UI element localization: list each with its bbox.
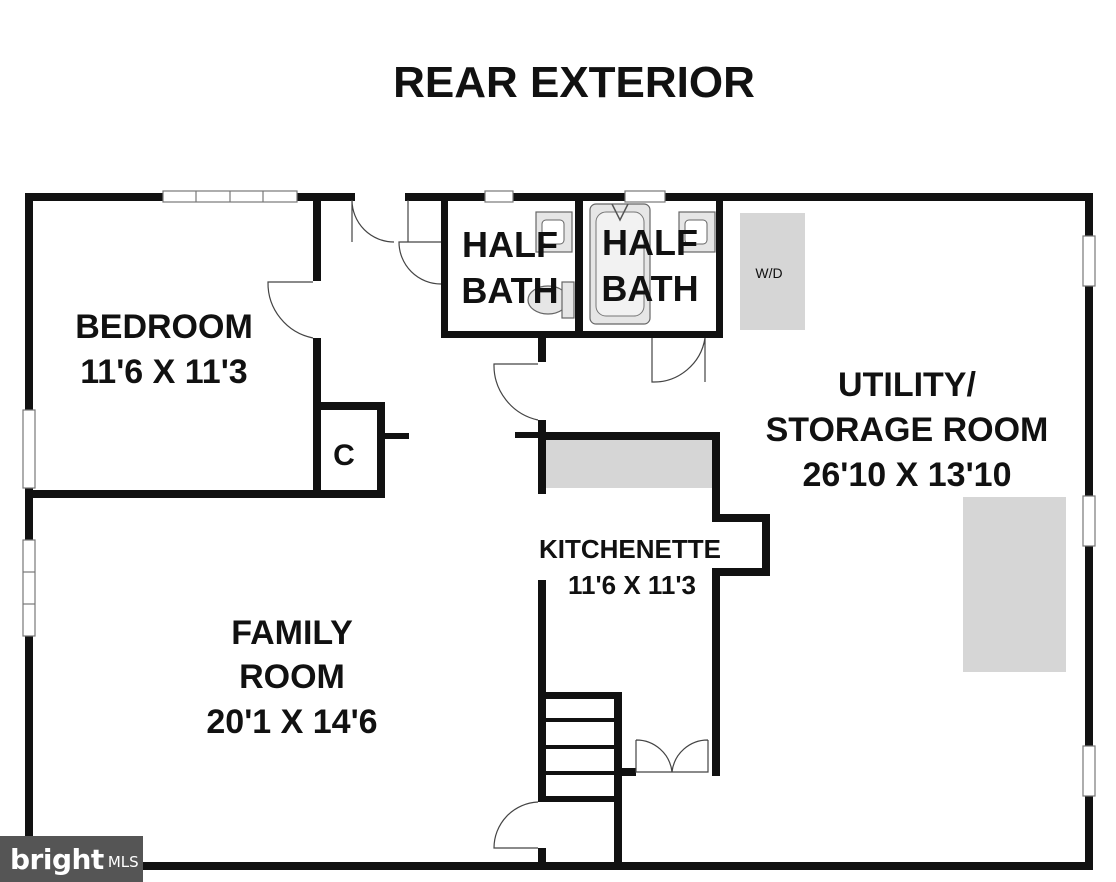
room-label-kitchenette: KITCHENETTE 11'6 X 11'3 [539,534,721,600]
room-label-utility: UTILITY/ STORAGE ROOM 26'10 X 13'10 [766,366,1049,494]
room-label-family: FAMILY ROOM 20'1 X 14'6 [206,614,377,741]
room-label-bedroom: BEDROOM 11'6 X 11'3 [75,308,253,391]
half-bath-1-line2: BATH [461,270,558,311]
utility-size: 26'10 X 13'10 [802,456,1011,494]
half-bath-2-line2: BATH [601,268,698,309]
room-label-half-bath-2: HALF BATH [601,222,698,309]
windows [22,190,1096,797]
washer-dryer-label: W/D [755,265,782,281]
kitchenette-name: KITCHENETTE [539,534,721,564]
storage-shelf [963,497,1066,672]
interior-walls [33,193,770,864]
kitchenette-size: 11'6 X 11'3 [568,570,696,600]
kitchen-counter [546,440,712,488]
family-line2: ROOM [239,658,345,696]
closet-label: C [333,439,355,472]
family-line1: FAMILY [231,614,353,652]
family-size: 20'1 X 14'6 [206,703,377,741]
bedroom-name: BEDROOM [75,308,253,346]
utility-line2: STORAGE ROOM [766,411,1049,449]
logo-brand: bright [10,842,104,876]
plan-title: REAR EXTERIOR [393,58,755,107]
doors [267,199,709,849]
brightmls-logo: bright MLS [0,836,143,882]
bath-fixtures [527,203,716,325]
bedroom-size: 11'6 X 11'3 [80,353,247,391]
washer-dryer-box [740,213,805,330]
half-bath-2-line1: HALF [602,222,698,263]
utility-line1: UTILITY/ [838,366,976,404]
logo-suffix: MLS [107,853,139,871]
room-label-half-bath-1: HALF BATH [461,224,558,311]
half-bath-1-line1: HALF [462,224,558,265]
